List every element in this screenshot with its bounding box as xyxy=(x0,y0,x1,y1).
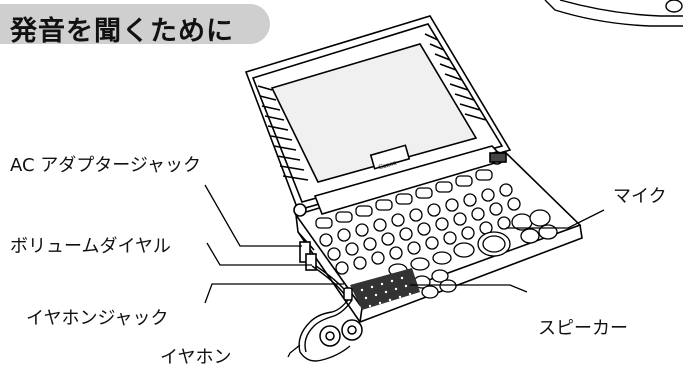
speaker-grille-dots xyxy=(360,276,412,308)
corner-device-fragment xyxy=(544,0,683,27)
label-microphone: マイク xyxy=(613,186,667,207)
page-title: 発音を聞くために xyxy=(10,16,234,47)
device-lid xyxy=(244,15,512,211)
label-speaker: スピーカー xyxy=(538,318,628,339)
label-earphone: イヤホン xyxy=(160,347,232,368)
label-volume-dial: ボリュームダイヤル xyxy=(10,236,171,257)
earbuds xyxy=(319,287,363,347)
title-banner: 発音を聞くために xyxy=(0,4,270,47)
label-earphone-jack: イヤホンジャック xyxy=(26,308,169,329)
leader-lines xyxy=(204,184,605,358)
label-ac-adapter-jack: AC アダプタージャック xyxy=(10,155,202,176)
